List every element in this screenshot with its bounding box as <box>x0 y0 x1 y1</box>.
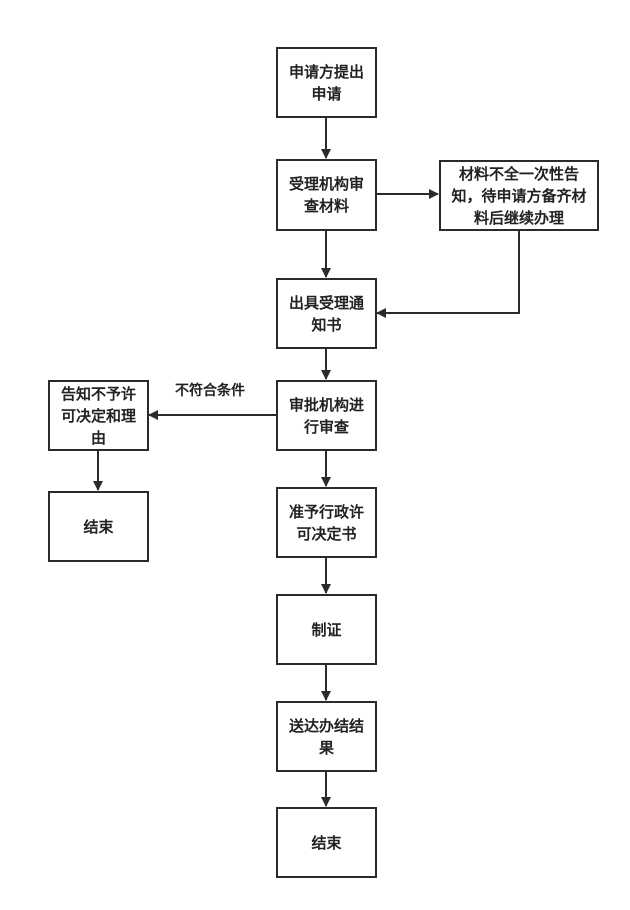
node-end-rejected-label: 结束 <box>83 517 114 536</box>
node-deliver-result-label: 送达办结结果 <box>288 716 364 757</box>
node-rejection-notice-label: 告知不予许可决定和理由 <box>60 384 136 447</box>
node-review-materials-label: 受理机构审查材料 <box>288 175 364 215</box>
node-approval-review: 审批机构进行审查 <box>276 380 377 451</box>
edge-label-not-qualified: 不符合条件 <box>175 383 245 399</box>
node-acceptance-notice: 出具受理通知书 <box>276 278 377 349</box>
node-end-final: 结束 <box>276 807 377 878</box>
node-end-rejected: 结束 <box>48 491 149 562</box>
node-acceptance-notice-label: 出具受理通知书 <box>288 293 364 334</box>
node-approval-decision: 准予行政许可决定书 <box>276 487 377 558</box>
node-end-final-label: 结束 <box>311 833 342 852</box>
node-rejection-notice: 告知不予许可决定和理由 <box>48 380 149 451</box>
node-certificate-label: 制证 <box>311 620 342 639</box>
node-deliver-result: 送达办结结果 <box>276 701 377 772</box>
node-approval-decision-label: 准予行政许可决定书 <box>288 502 364 543</box>
node-incomplete-notice-label: 材料不全一次性告知，待申请方备齐材料后继续办理 <box>451 164 587 227</box>
node-review-materials: 受理机构审查材料 <box>276 159 377 231</box>
node-certificate: 制证 <box>276 594 377 665</box>
node-apply-label: 申请方提出申请 <box>288 62 364 103</box>
edge-incomplete-to-acceptance <box>376 230 520 318</box>
node-approval-review-label: 审批机构进行审查 <box>288 395 364 436</box>
node-incomplete-notice: 材料不全一次性告知，待申请方备齐材料后继续办理 <box>439 160 599 231</box>
node-apply: 申请方提出申请 <box>276 47 377 118</box>
